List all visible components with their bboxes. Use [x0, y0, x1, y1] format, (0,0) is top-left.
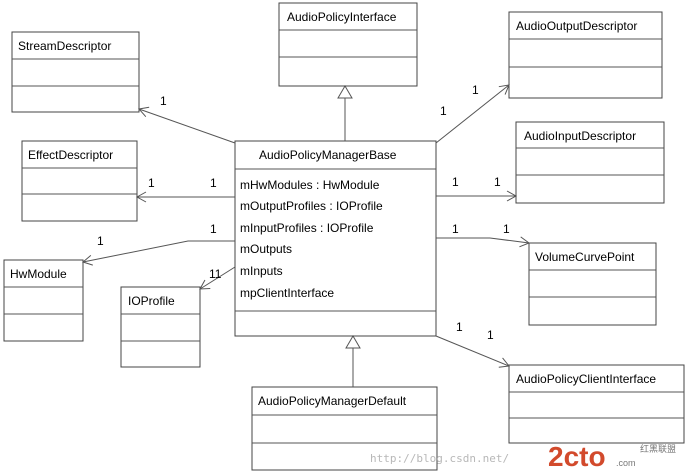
attribute-m-inputs: mInputs	[240, 264, 283, 278]
watermark-logo-cn: 红黑联盟	[640, 443, 676, 454]
class-name: AudioPolicyManagerBase	[259, 148, 397, 162]
watermark-logo-sub: .com	[616, 458, 636, 468]
class-audio-policy-interface: AudioPolicyInterface	[278, 2, 418, 87]
association-audio-output-descriptor	[435, 84, 510, 144]
class-audio-policy-manager-base: AudioPolicyManagerBase mHwModules : HwMo…	[234, 140, 437, 337]
attribute-m-output-profiles: mOutputProfiles : IOProfile	[240, 199, 383, 213]
association-volume-curve-point	[436, 236, 531, 248]
class-audio-policy-manager-default: AudioPolicyManagerDefault	[251, 386, 438, 471]
association-io-profile	[199, 266, 236, 290]
class-name: HwModule	[10, 267, 67, 281]
attribute-m-outputs: mOutputs	[240, 242, 292, 256]
class-audio-output-descriptor: AudioOutputDescriptor	[508, 11, 663, 99]
multiplicity-io-profile: 11	[209, 267, 222, 281]
multiplicity-effect-target: 1	[148, 176, 155, 190]
class-name: AudioOutputDescriptor	[516, 19, 637, 33]
class-name: AudioPolicyInterface	[287, 10, 397, 24]
association-hw-module	[81, 240, 235, 266]
attribute-m-input-profiles: mInputProfiles : IOProfile	[240, 221, 374, 235]
multiplicity-stream: 1	[160, 94, 167, 108]
class-name: AudioInputDescriptor	[524, 129, 636, 143]
class-name: AudioPolicyClientInterface	[516, 372, 656, 386]
class-name: IOProfile	[128, 294, 175, 308]
attribute-m-hw-modules: mHwModules : HwModule	[240, 178, 380, 192]
multiplicity-hw-source: 1	[210, 222, 217, 236]
multiplicity-client-target: 1	[487, 328, 494, 342]
multiplicity-input-source: 1	[452, 175, 459, 189]
association-audio-policy-client-interface	[435, 335, 510, 368]
class-audio-policy-client-interface: AudioPolicyClientInterface	[508, 364, 685, 444]
multiplicity-hw-target: 1	[97, 234, 104, 248]
class-name: AudioPolicyManagerDefault	[258, 394, 407, 408]
generalization-default-to-base	[345, 335, 361, 387]
class-volume-curve-point: VolumeCurvePoint	[528, 242, 657, 326]
class-name: StreamDescriptor	[18, 39, 111, 53]
multiplicity-output-target: 1	[472, 83, 479, 97]
watermark: http://blog.csdn.net/ 2cto .com 红黑联盟	[370, 441, 676, 472]
class-name: EffectDescriptor	[28, 148, 113, 162]
class-effect-descriptor: EffectDescriptor	[21, 140, 138, 222]
multiplicity-input-target: 1	[494, 175, 501, 189]
multiplicity-output-source: 1	[440, 104, 447, 118]
class-io-profile: IOProfile	[120, 286, 201, 368]
watermark-url: http://blog.csdn.net/	[370, 452, 509, 465]
multiplicity-volume-target: 1	[503, 222, 510, 236]
watermark-logo-main: 2cto	[548, 441, 606, 472]
class-hw-module: HwModule	[3, 259, 84, 342]
class-audio-input-descriptor: AudioInputDescriptor	[515, 121, 665, 204]
class-name: VolumeCurvePoint	[535, 250, 635, 264]
multiplicity-client-source: 1	[456, 320, 463, 334]
multiplicity-volume-source: 1	[452, 222, 459, 236]
multiplicity-effect-source: 1	[210, 176, 217, 190]
class-stream-descriptor: StreamDescriptor	[11, 31, 140, 113]
attribute-mp-client-interface: mpClientInterface	[240, 286, 334, 300]
association-stream-descriptor	[138, 106, 236, 144]
generalization-base-to-interface	[337, 85, 353, 141]
